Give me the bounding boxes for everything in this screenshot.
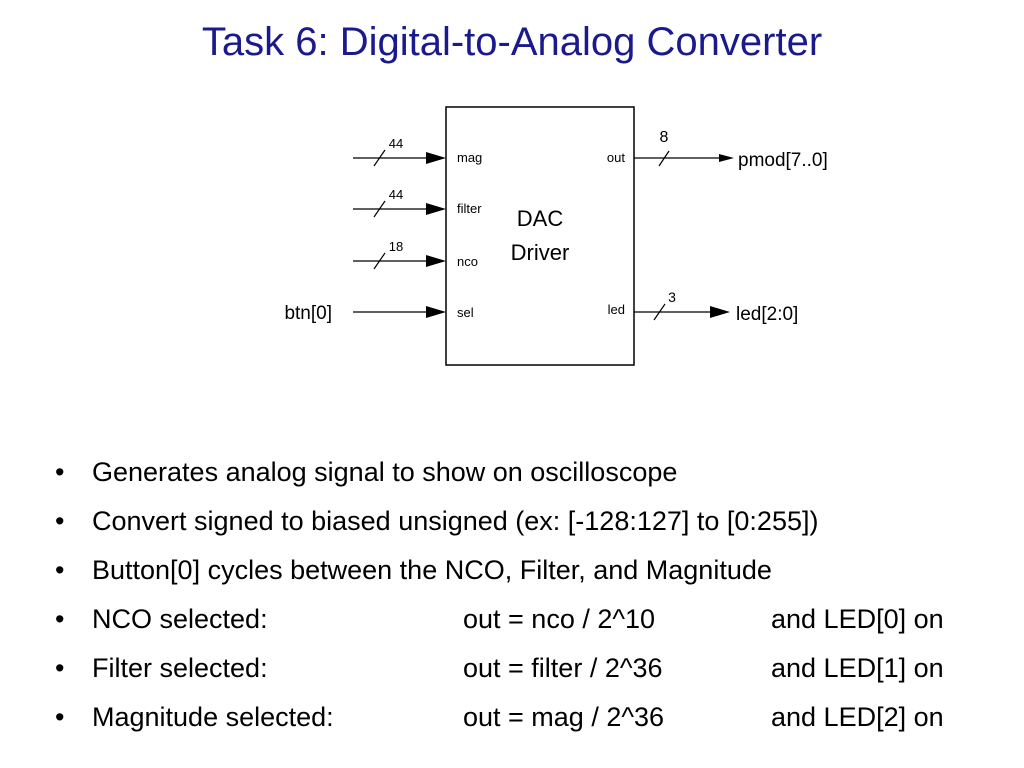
bus-slash-mag [373,149,386,167]
bullet-item: • Magnitude selected: out = mag / 2^36 a… [55,693,1020,742]
arrow-out-icon [719,154,734,162]
bus-width-out: 8 [660,129,669,146]
bullet-item: • NCO selected: out = nco / 2^10 and LED… [55,595,1020,644]
bullet-led: and LED[0] on [771,604,944,634]
bullet-led: and LED[2] on [771,702,944,732]
bullet-list: • Generates analog signal to show on osc… [55,448,1020,742]
bullet-marker: • [55,653,65,683]
port-mag: mag [457,150,482,165]
port-out: out [607,150,625,165]
bullet-label: Filter selected: [92,653,268,683]
bus-slash-filter [373,200,386,218]
bullet-item: • Convert signed to biased unsigned (ex:… [55,497,1020,546]
bullet-formula: out = filter / 2^36 [463,653,663,683]
bullet-formula: out = nco / 2^10 [463,604,656,634]
bus-width-filter: 44 [389,187,403,202]
bullet-marker: • [55,457,65,487]
bullet-label: NCO selected: [92,604,268,634]
bullet-item: • Button[0] cycles between the NCO, Filt… [55,546,1020,595]
port-nco: nco [457,254,478,269]
arrow-mag-icon [426,152,446,164]
slide-title: Task 6: Digital-to-Analog Converter [201,20,823,64]
port-filter: filter [457,201,482,216]
bus-width-led: 3 [668,289,676,305]
bus-slash-nco [373,252,386,270]
bus-slash-led [653,303,666,321]
bus-slash-out [658,150,670,167]
bus-width-nco: 18 [389,239,403,254]
arrow-nco-icon [426,255,446,267]
signal-led: led[2:0] [736,304,798,325]
arrow-sel-icon [426,306,446,318]
bullet-marker: • [55,604,65,634]
arrow-filter-icon [426,203,446,215]
dac-driver-block [445,106,635,366]
bullet-led: and LED[1] on [771,653,944,683]
bullet-item: • Filter selected: out = filter / 2^36 a… [55,644,1020,693]
bullet-marker: • [55,702,65,732]
block-label-line1: DAC [517,206,564,231]
bullet-text: Convert signed to biased unsigned (ex: [… [92,506,819,536]
arrow-led-icon [710,306,730,318]
port-led: led [608,302,625,317]
dac-block-diagram: DAC Driver 44 mag 44 filter 18 nco btn[0… [284,106,828,366]
bullet-item: • Generates analog signal to show on osc… [55,448,1020,497]
signal-btn0: btn[0] [284,303,332,324]
bullet-text: Generates analog signal to show on oscil… [92,457,678,487]
bullet-marker: • [55,506,65,536]
signal-pmod: pmod[7..0] [738,150,828,171]
block-label-line2: Driver [511,240,570,265]
bus-width-mag: 44 [389,136,403,151]
bullet-marker: • [55,555,65,585]
bullet-label: Magnitude selected: [92,702,334,732]
bullet-formula: out = mag / 2^36 [463,702,665,732]
port-sel: sel [457,305,474,320]
bullet-text: Button[0] cycles between the NCO, Filter… [92,555,772,585]
